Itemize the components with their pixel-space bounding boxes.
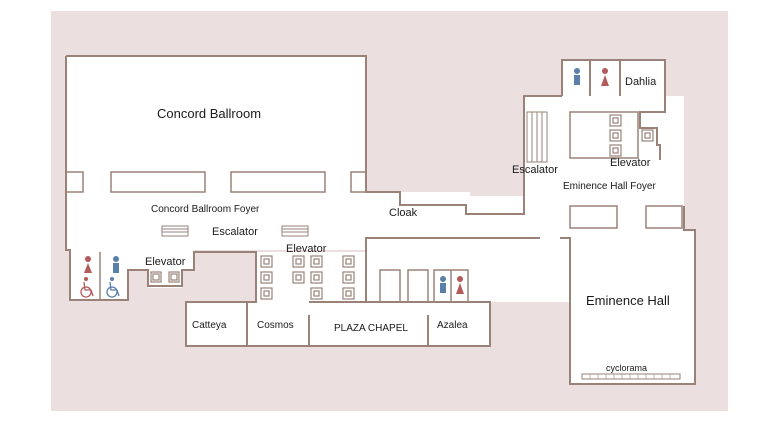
eminence-foyer-block-right xyxy=(645,205,683,229)
wall-eminence-hall xyxy=(560,206,696,385)
ballroom-partition-right xyxy=(230,171,326,193)
concord-ballroom-area xyxy=(66,56,367,192)
cyclorama-ticks xyxy=(589,374,671,379)
male-restroom-icon xyxy=(574,68,580,85)
male-restroom-icon xyxy=(440,276,446,293)
chapel-row xyxy=(186,302,490,346)
female-restroom-icon xyxy=(601,68,609,86)
escalator-left-label: Escalator xyxy=(212,226,258,238)
wall-ballroom xyxy=(66,55,562,215)
elevator-icon xyxy=(150,114,654,300)
escalator-icon xyxy=(161,225,189,237)
wall-eminence-foyer xyxy=(561,59,666,160)
azalea-label: Azalea xyxy=(437,320,468,331)
wall-ballroom-left xyxy=(65,56,540,347)
escalator-right-label: Escalator xyxy=(512,164,558,176)
cloak-label: Cloak xyxy=(389,207,418,219)
eminence-hall-label: Eminence Hall xyxy=(586,293,670,308)
eminence-hall-area xyxy=(570,230,695,384)
chapel-block-b xyxy=(407,269,429,303)
cyclorama-bar xyxy=(581,373,681,380)
ballroom-door-left xyxy=(65,171,84,193)
ballroom-partition-left xyxy=(110,171,206,193)
cyclorama-label: cyclorama xyxy=(606,363,648,373)
chapel-block-a xyxy=(379,269,401,303)
elevator-center-label: Elevator xyxy=(286,243,327,255)
elevator-right-label: Elevator xyxy=(610,157,651,169)
male-restroom-icon xyxy=(113,256,119,273)
ballroom-door-right xyxy=(350,171,367,193)
catteya-label: Catteya xyxy=(192,320,227,331)
dahlia-label: Dahlia xyxy=(625,76,657,88)
escalator-icon xyxy=(526,111,548,163)
cloak-corridor xyxy=(466,196,536,216)
eminence-foyer-block-left xyxy=(569,205,618,229)
concord-ballroom-label: Concord Ballroom xyxy=(157,106,262,121)
female-restroom-icon xyxy=(456,276,464,294)
eminence-hall-foyer-label: Eminence Hall Foyer xyxy=(563,181,656,192)
eminence-foyer-inner xyxy=(569,111,639,159)
plaza-chapel-label: PLAZA CHAPEL xyxy=(334,323,408,334)
concord-ballroom-foyer-label: Concord Ballroom Foyer xyxy=(151,204,260,215)
wheelchair-icon xyxy=(106,277,120,298)
wheelchair-icon xyxy=(80,277,94,298)
escalator-icon xyxy=(281,225,309,237)
restroom-wing-left xyxy=(70,250,128,300)
elevator-wing-left xyxy=(128,250,194,270)
cosmos-label: Cosmos xyxy=(257,320,294,331)
elevator-left-label: Elevator xyxy=(145,256,186,268)
female-restroom-icon xyxy=(84,256,92,273)
